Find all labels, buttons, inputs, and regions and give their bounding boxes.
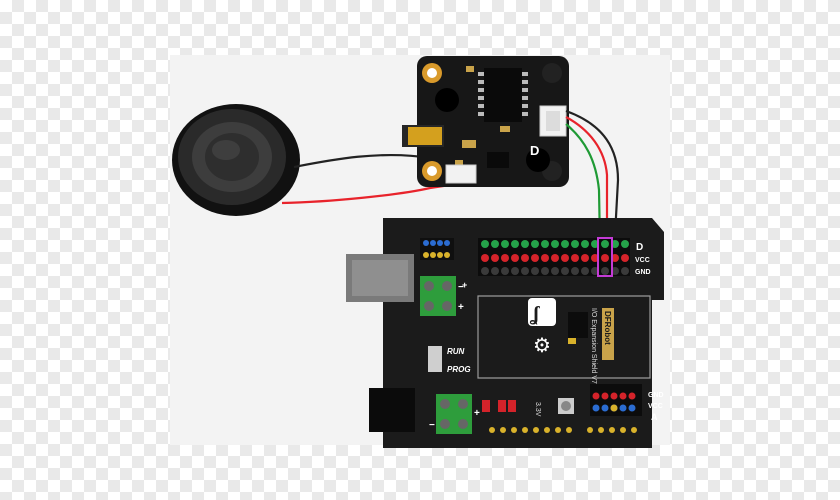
gear-icon: ⚙ <box>533 335 551 357</box>
plus-label-2: + <box>474 408 480 419</box>
digital-header-rows <box>478 237 630 277</box>
plus-label-1: + <box>458 302 464 313</box>
screw-terminal-top <box>420 276 456 316</box>
voltage-label: 3.3V <box>534 402 541 417</box>
module-sig-label: D <box>530 143 539 158</box>
analog-label: A <box>651 412 658 422</box>
sig-row-label: D <box>636 242 643 253</box>
plus-label-3: + <box>462 280 467 290</box>
minus-label-2: − <box>429 420 435 431</box>
gnd-label: GND <box>635 269 651 276</box>
run-label: RUN <box>447 347 465 356</box>
analog-header-rows <box>590 384 642 416</box>
signal-wire-red <box>565 116 609 258</box>
speaker-wire-red <box>281 180 471 205</box>
screw-terminal-bottom <box>436 394 472 434</box>
audio-module <box>402 56 569 187</box>
vcc-label-bottom: VCC <box>648 403 663 410</box>
minus-label-1: − <box>458 282 464 293</box>
brand-logo-glyph: ʆ <box>529 303 540 325</box>
io-expansion-shield: ʆ ⚙ <box>346 218 664 448</box>
speaker <box>172 104 300 216</box>
shield-label: I/O Expansion Shield V7 <box>590 308 597 384</box>
brand-logo-badge <box>528 298 556 326</box>
pin-highlight <box>597 237 613 277</box>
brand-logo-text: DFRobot <box>603 311 612 345</box>
signal-wire-green <box>565 123 602 245</box>
signal-wire-black <box>565 109 620 273</box>
prog-label: PROG <box>447 365 471 374</box>
shield-nameplate: DFRobot I/O Expansion Shield V7 <box>590 308 614 384</box>
vcc-label: VCC <box>635 257 650 264</box>
gnd-label-bottom: GND <box>648 392 664 399</box>
